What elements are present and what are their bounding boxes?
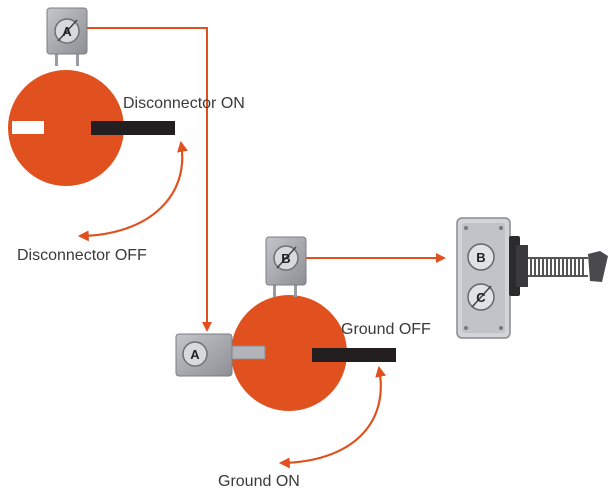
disconnector-switch [8,70,175,186]
label-disconnector-on: Disconnector ON [123,95,245,112]
arrow-ground-rotation [278,365,387,469]
lock-b-middle [265,236,307,297]
interlock-key-c: C [476,290,486,305]
ground-handle [312,348,396,362]
label-ground-on: Ground ON [218,473,300,490]
disconnector-handle [91,121,175,135]
interlock-handle [588,251,608,282]
disconnector-slot [12,121,44,134]
arrow-key-a-transfer [87,27,212,332]
lock-a-top [46,7,88,66]
label-ground-off: Ground OFF [341,321,431,338]
interlock-spring [528,257,588,277]
lock-a-top-key: A [62,24,72,39]
lock-a-bottom [175,333,233,377]
ground-slot [231,345,266,360]
label-disconnector-off: Disconnector OFF [17,247,147,264]
lock-b-middle-key: B [281,251,290,266]
ground-switch [231,295,396,411]
door-interlock [456,217,608,339]
interlock-key-b: B [476,250,485,265]
interlock-key-b-socket [467,243,495,271]
lock-a-bottom-key: A [190,347,200,362]
arrow-disconnector-rotation [77,140,188,242]
